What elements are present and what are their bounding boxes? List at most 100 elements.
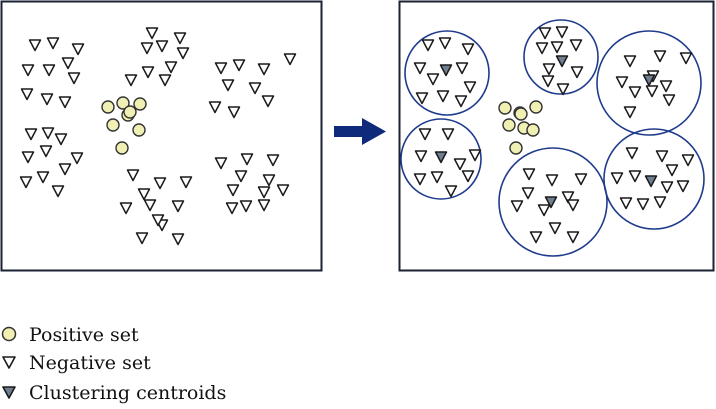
negative-sample — [645, 85, 659, 98]
negative-sample — [208, 101, 222, 114]
cluster-boundary — [498, 147, 608, 257]
negative-sample — [240, 153, 254, 166]
negative-sample — [628, 170, 642, 183]
legend-label-negative: Negative set — [29, 352, 151, 374]
cluster-centroid — [434, 151, 448, 164]
right-panel-content — [400, 19, 705, 257]
positive-sample — [116, 96, 130, 110]
negative-sample — [257, 199, 271, 212]
negative-sample — [143, 199, 157, 212]
negative-sample — [262, 174, 276, 187]
negative-sample — [173, 32, 187, 45]
negative-sample — [510, 200, 524, 213]
negative-sample — [21, 151, 35, 164]
negative-sample — [153, 177, 167, 190]
negative-sample — [58, 163, 72, 176]
negative-sample — [42, 64, 56, 77]
negative-sample — [461, 43, 475, 56]
negative-sample — [623, 55, 637, 68]
centroid-triangle-icon — [2, 386, 16, 399]
negative-sample — [653, 50, 667, 63]
cluster-boundary — [603, 128, 705, 230]
negative-sample — [70, 152, 84, 165]
negative-sample — [615, 76, 629, 89]
negative-sample — [51, 185, 65, 198]
negative-sample — [418, 128, 432, 141]
negative-sample — [522, 168, 536, 181]
cluster-boundary — [400, 118, 482, 200]
positive-sample — [133, 97, 147, 111]
negative-sample — [61, 57, 75, 70]
right-arrow-icon — [334, 118, 386, 145]
positive-sample — [502, 118, 516, 132]
negative-sample — [619, 197, 633, 210]
negative-sample — [566, 231, 580, 244]
negative-sample — [625, 147, 639, 160]
cluster-centroid — [555, 55, 569, 68]
negative-sample — [124, 74, 138, 87]
negative-sample — [679, 52, 693, 65]
negative-sample — [636, 198, 650, 211]
negative-sample — [436, 90, 450, 103]
negative-sample — [660, 181, 674, 194]
negative-triangle-icon — [2, 356, 16, 369]
negative-sample — [21, 64, 35, 77]
negative-sample — [283, 53, 297, 66]
cluster-boundary — [596, 30, 702, 136]
negative-sample — [24, 128, 38, 141]
negative-sample — [441, 128, 455, 141]
negative-sample — [214, 62, 228, 75]
negative-sample — [239, 200, 253, 213]
positive-sample — [132, 123, 146, 137]
negative-sample — [135, 232, 149, 245]
negative-sample — [556, 83, 570, 96]
negative-sample — [266, 154, 280, 167]
left-panel — [0, 0, 323, 272]
negative-sample — [561, 191, 575, 204]
negative-sample — [566, 199, 580, 212]
negative-sample — [659, 80, 673, 93]
negative-sample — [261, 95, 275, 108]
negative-sample — [164, 61, 178, 74]
negative-sample — [463, 81, 477, 94]
negative-sample — [171, 200, 185, 213]
negative-sample — [119, 202, 133, 215]
negative-sample — [234, 170, 248, 183]
negative-sample — [248, 82, 262, 95]
cluster-centroid — [642, 74, 656, 87]
negative-sample — [681, 154, 695, 167]
negative-sample — [461, 170, 475, 183]
negative-sample — [176, 47, 190, 60]
negative-sample — [54, 133, 68, 146]
negative-sample — [653, 196, 667, 209]
negative-sample — [414, 150, 428, 163]
negative-sample — [145, 27, 159, 40]
negative-sample — [257, 186, 271, 199]
legend-label-positive: Positive set — [29, 324, 139, 346]
negative-sample — [570, 66, 584, 79]
legend-positive: Positive set — [0, 322, 300, 348]
negative-sample — [538, 27, 552, 40]
negative-sample — [71, 43, 85, 56]
negative-sample — [453, 158, 467, 171]
negative-sample — [454, 95, 468, 108]
negative-sample — [226, 184, 240, 197]
negative-sample — [541, 75, 555, 88]
negative-sample — [151, 214, 165, 227]
positive-sample — [529, 100, 543, 114]
positive-circle-icon — [1, 326, 17, 342]
negative-sample — [537, 204, 551, 217]
positive-sample — [123, 105, 137, 119]
negative-sample — [20, 88, 34, 101]
negative-sample — [155, 40, 169, 53]
positive-sample — [106, 118, 120, 132]
negative-sample — [214, 157, 228, 170]
negative-sample — [555, 26, 569, 39]
negative-sample — [529, 231, 543, 244]
negative-sample — [550, 41, 564, 54]
cluster-centroid — [544, 196, 558, 209]
negative-sample — [415, 92, 429, 105]
negative-sample — [276, 184, 290, 197]
negative-sample — [225, 202, 239, 215]
